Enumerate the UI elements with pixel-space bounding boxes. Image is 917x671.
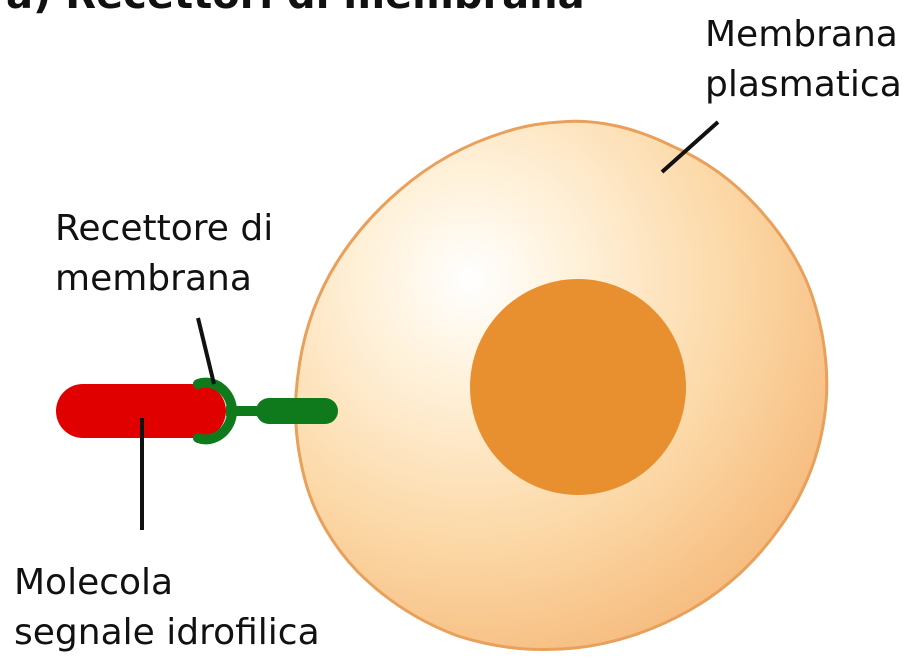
nucleus <box>470 279 686 495</box>
receptor-label-line-1: Recettore di <box>55 208 273 249</box>
plasma-membrane-label-line-2: plasmatica <box>705 64 902 105</box>
diagram-title: a) Recettori di membrana <box>6 0 585 18</box>
receptor-label-line-2: membrana <box>55 258 252 299</box>
receptor-label: Recettore di membrana <box>55 208 285 299</box>
receptor-leader-line <box>198 318 214 384</box>
receptor-tail <box>256 398 338 424</box>
signal-molecule-label: Molecola segnale idrofilica <box>14 562 320 653</box>
plasma-membrane-label-line-1: Membrana <box>705 14 898 55</box>
signal-molecule-label-line-2: segnale idrofilica <box>14 612 320 653</box>
signal-molecule-label-line-1: Molecola <box>14 562 173 603</box>
plasma-membrane-label: Membrana plasmatica <box>705 14 909 105</box>
